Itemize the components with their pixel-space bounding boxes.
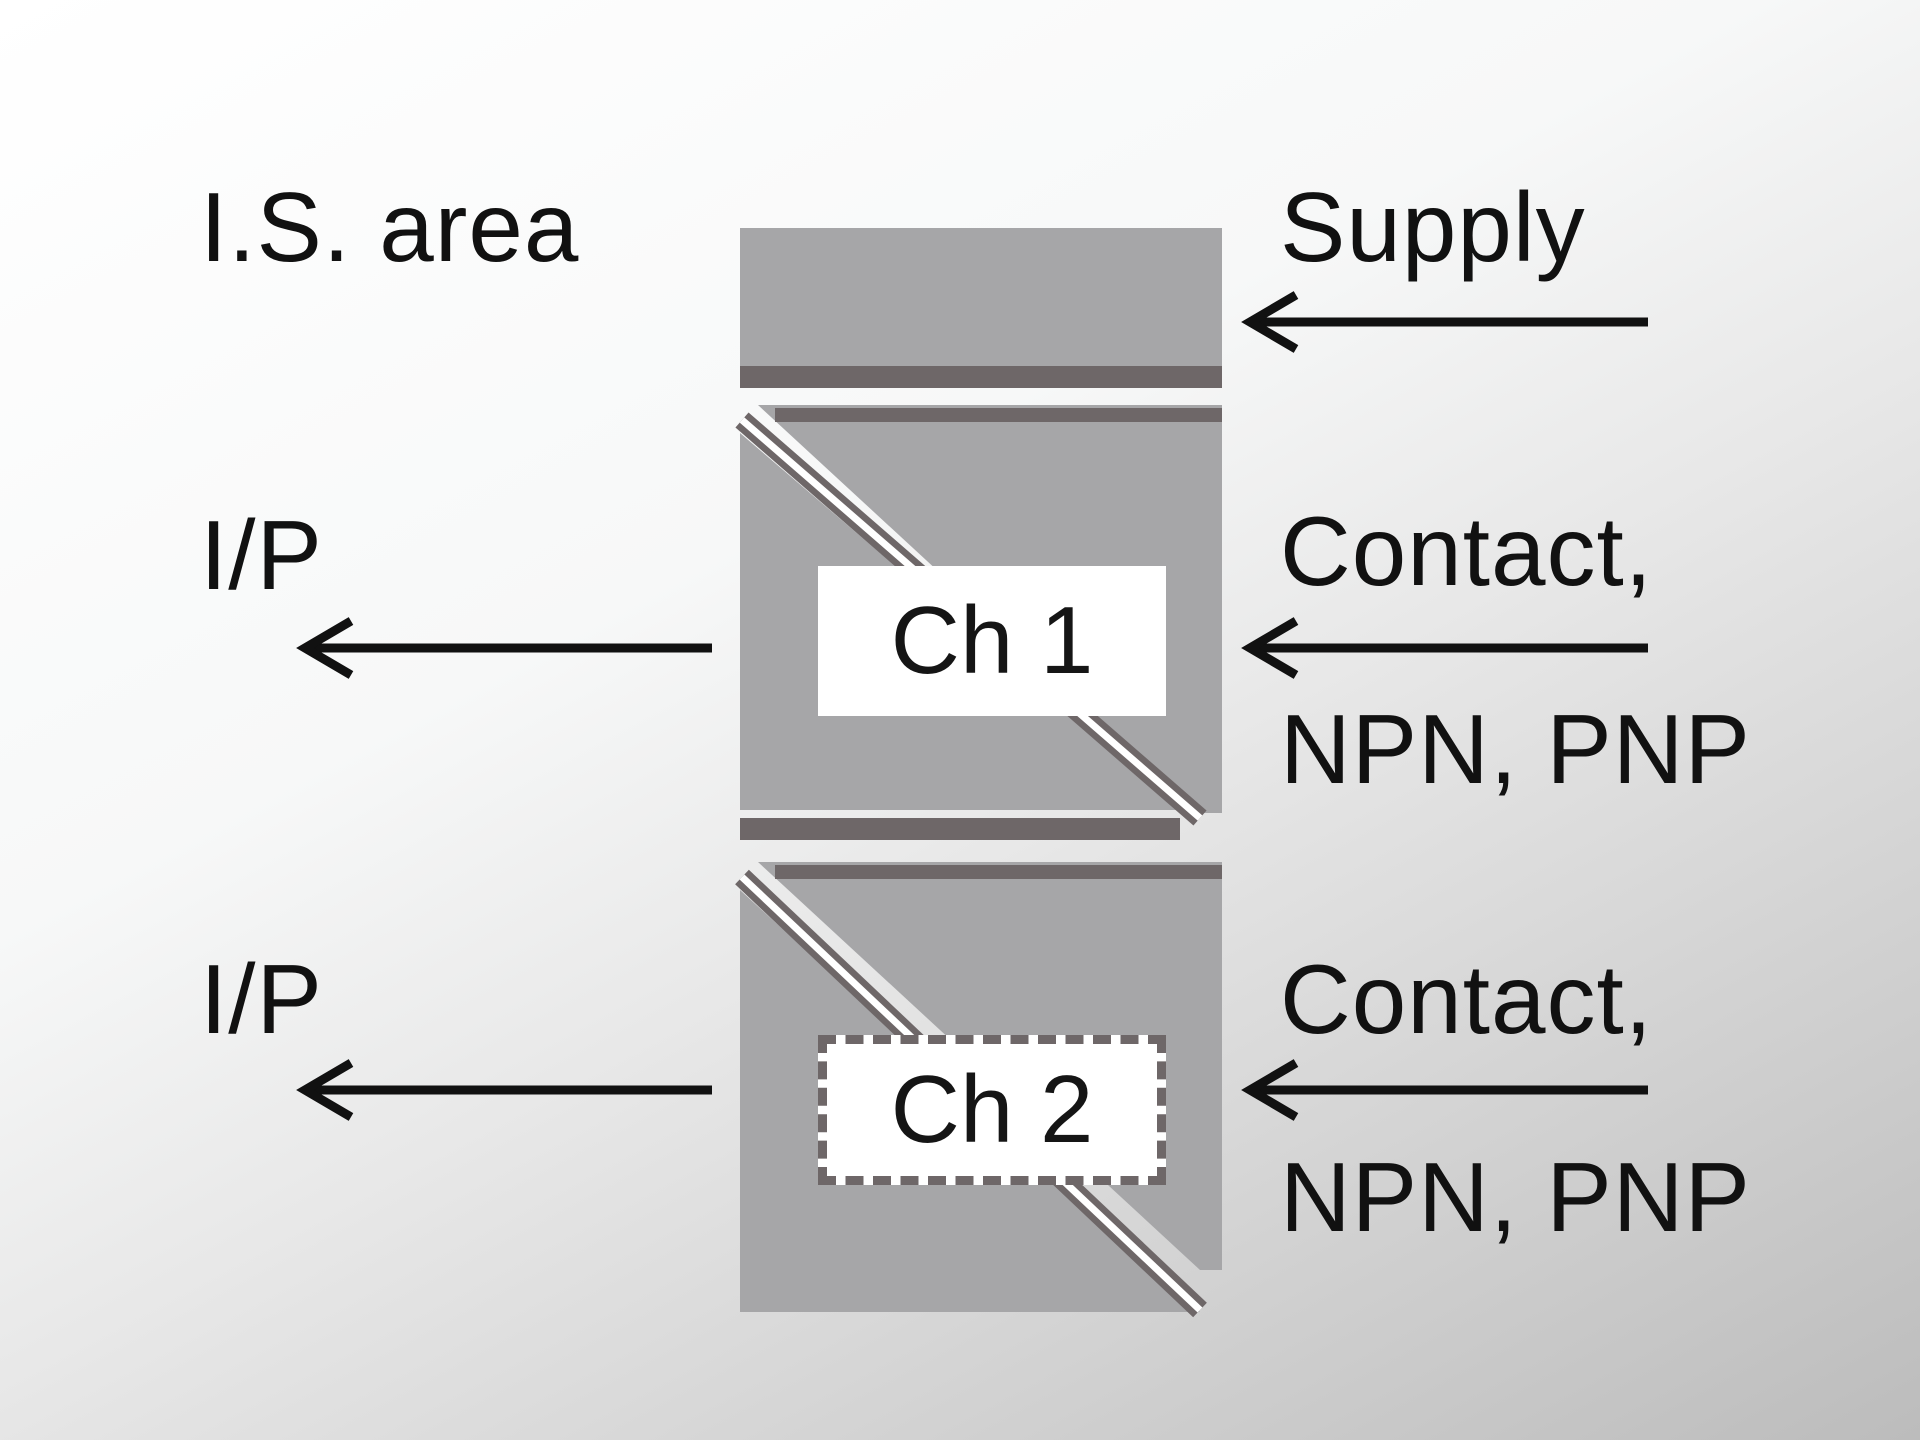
ch1-input-label-line2: NPN, PNP	[1280, 694, 1751, 804]
supply-divider	[740, 366, 1222, 388]
ch2-input-label-line2: NPN, PNP	[1280, 1142, 1751, 1252]
ch1-output-label: I/P	[200, 500, 323, 610]
channel-1-label: Ch 1	[890, 587, 1094, 694]
ch2-input-label-line1: Contact,	[1280, 944, 1653, 1054]
ch2-output-label: I/P	[200, 944, 323, 1054]
ch2-input-arrow	[1241, 1059, 1648, 1121]
supply-section	[740, 228, 1222, 366]
channel-1-box: Ch 1	[818, 566, 1166, 716]
supply-label: Supply	[1280, 172, 1586, 282]
ch1-input-arrow	[1241, 617, 1648, 679]
channel-2-label: Ch 2	[890, 1056, 1094, 1163]
ch2-output-arrow	[296, 1059, 712, 1121]
ch1-output-arrow	[296, 617, 712, 679]
is-area-label: I.S. area	[200, 172, 580, 282]
ch1-input-label-line1: Contact,	[1280, 496, 1653, 606]
channel-2-box: Ch 2	[818, 1035, 1166, 1185]
supply-arrow	[1241, 291, 1648, 353]
